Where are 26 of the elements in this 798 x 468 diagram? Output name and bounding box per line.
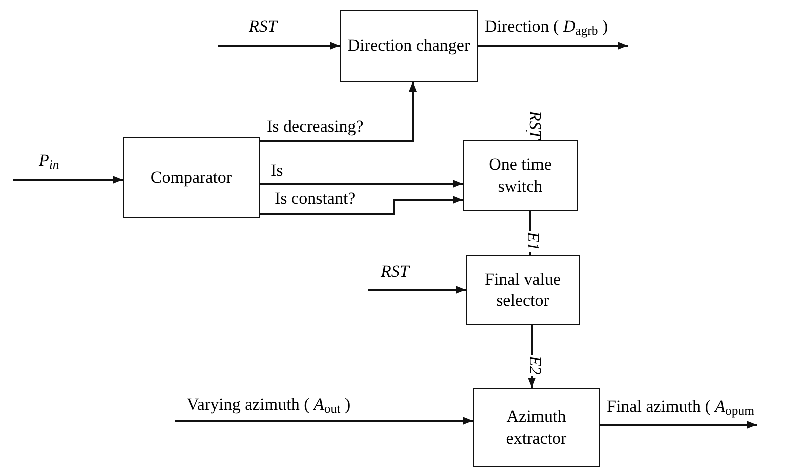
arrow xyxy=(260,196,463,215)
edge-label: Varying azimuth ( A$_{out}$ ) xyxy=(186,396,352,413)
process-box: Final value selector xyxy=(466,255,580,325)
edge-label: E2 xyxy=(527,355,544,376)
arrow xyxy=(600,421,757,429)
arrow xyxy=(218,42,340,50)
edge-label: Is decreasing? xyxy=(266,118,365,135)
process-box: One time switch xyxy=(463,140,578,211)
edge-label: P$_{in}$ xyxy=(38,152,60,169)
process-box: Azimuth extractor xyxy=(473,388,600,467)
arrow xyxy=(260,180,463,188)
arrow xyxy=(528,325,536,388)
process-box: Direction changer xyxy=(340,10,478,82)
arrow xyxy=(260,82,417,142)
edge-label: RST xyxy=(248,18,278,35)
edge-label: Is constant? xyxy=(274,190,357,207)
edge-label: RST xyxy=(527,110,544,140)
edge-label: E1 xyxy=(525,231,542,252)
arrow xyxy=(478,42,628,50)
edge-label: Is xyxy=(270,162,284,179)
arrow xyxy=(13,176,123,184)
arrow xyxy=(175,417,473,425)
edge-label: RST xyxy=(380,263,410,280)
process-box: Comparator xyxy=(123,137,260,218)
arrow xyxy=(368,286,466,294)
arrow xyxy=(526,211,534,255)
